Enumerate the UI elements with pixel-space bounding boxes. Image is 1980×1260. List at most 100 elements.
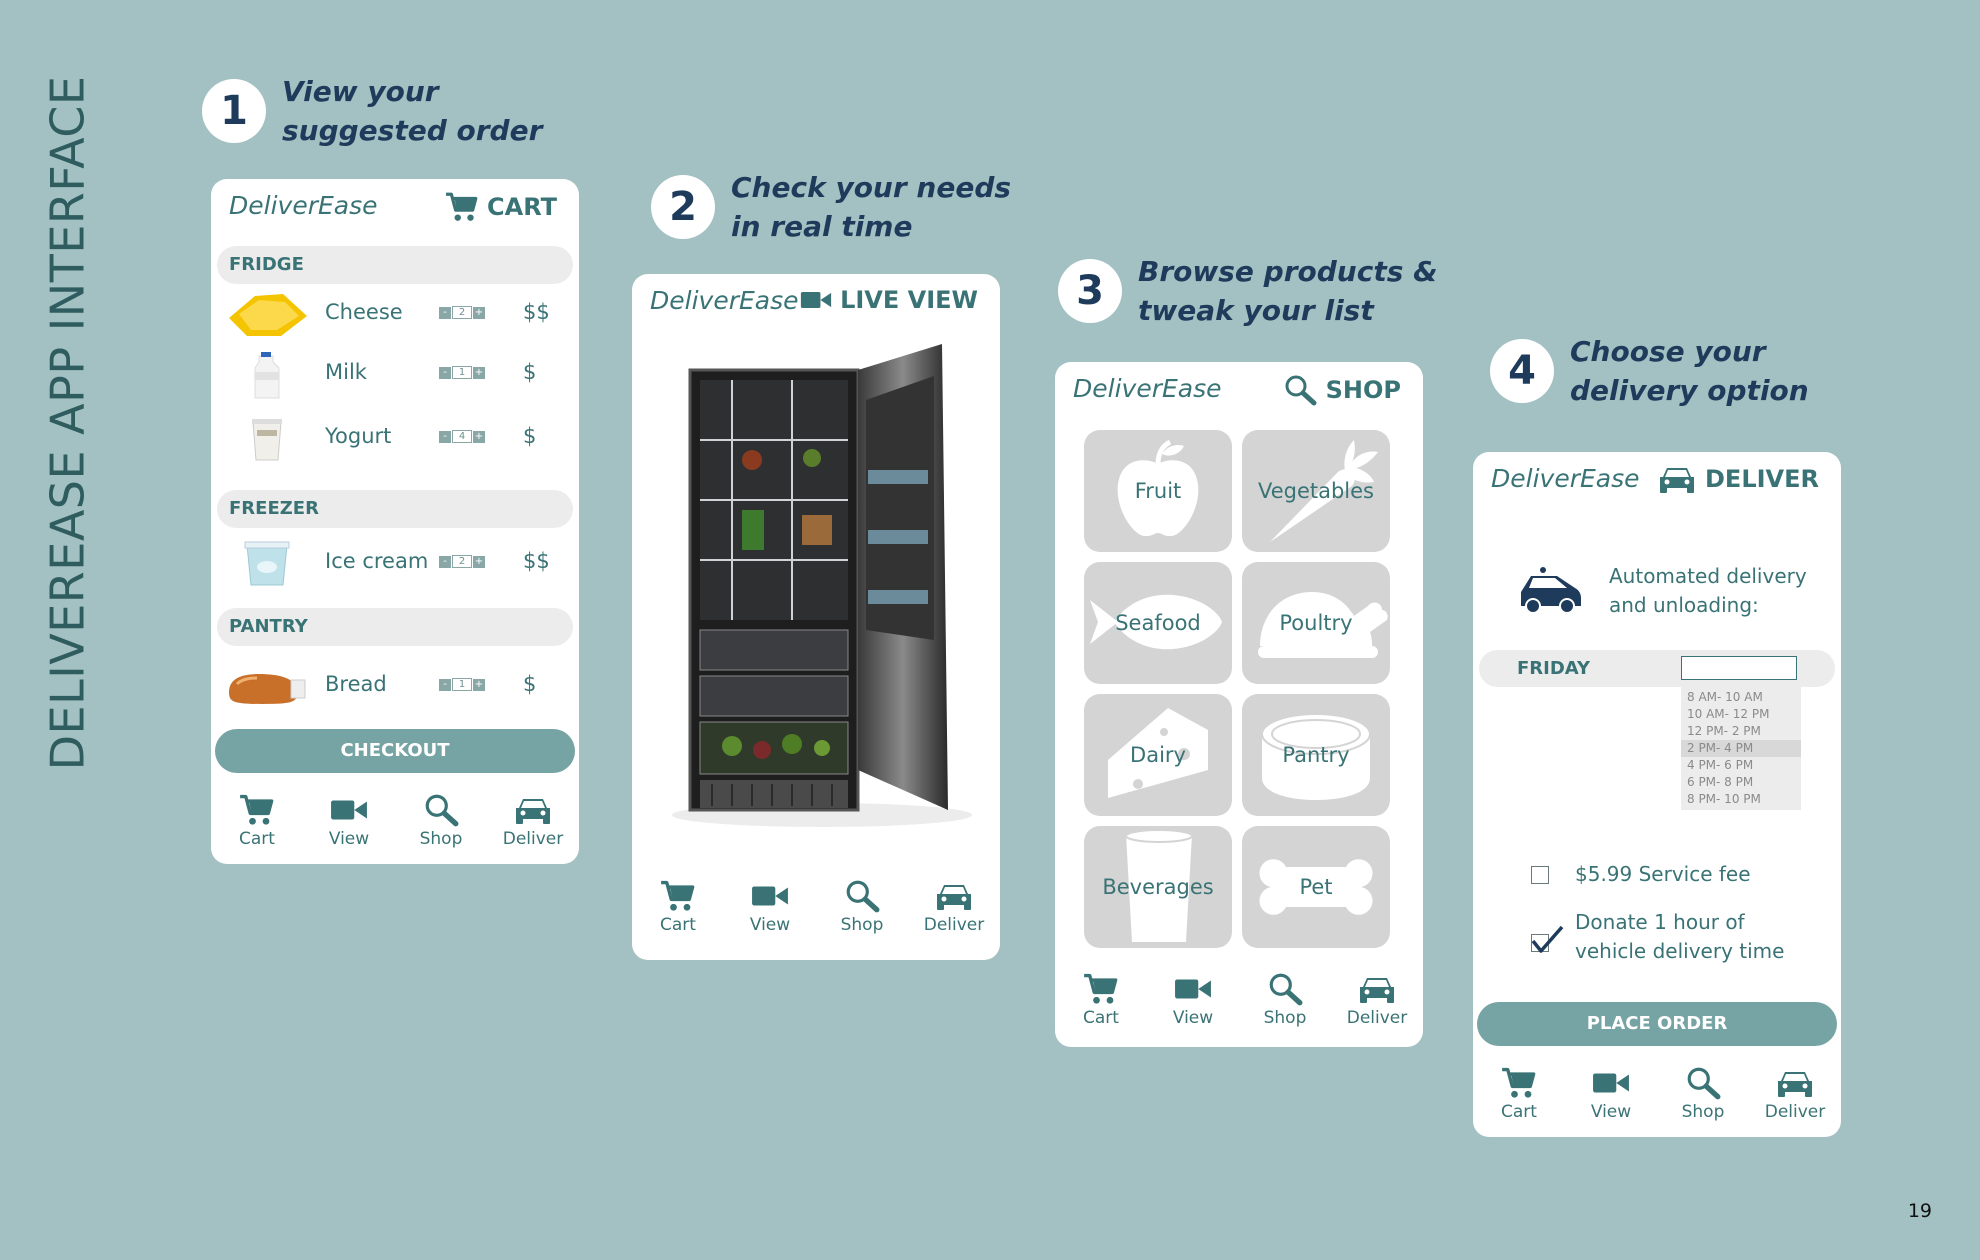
step-2: 2 Check your needs in real time: [651, 168, 1011, 246]
list-item[interactable]: Milk - 1 + $: [211, 346, 579, 402]
nav-deliver[interactable]: Deliver: [1755, 1066, 1835, 1136]
time-slot-option[interactable]: 8 PM- 10 PM: [1687, 792, 1761, 806]
nav-cart[interactable]: Cart: [638, 879, 718, 949]
cart-icon: [239, 793, 275, 827]
page-title-container: DELIVEREASE APP INTERFACE: [36, 58, 98, 788]
time-slot-option[interactable]: 4 PM- 6 PM: [1687, 758, 1754, 772]
increase-button[interactable]: +: [473, 678, 485, 691]
category-dairy[interactable]: Dairy: [1084, 694, 1232, 816]
list-item[interactable]: Yogurt - 4 + $: [211, 410, 579, 466]
quantity-stepper[interactable]: - 2 +: [439, 306, 485, 319]
step-3-line1: Browse products &: [1138, 255, 1438, 288]
step-2-line1: Check your needs: [731, 171, 1012, 204]
cart-icon: [660, 879, 696, 913]
item-price: $: [523, 424, 537, 448]
item-name: Cheese: [325, 300, 403, 324]
nav-shop[interactable]: Shop: [1663, 1066, 1743, 1136]
live-view-screen: DeliverEase LIVE VIEW Cart Vie: [632, 274, 1000, 960]
brand-logo: DeliverEase: [650, 286, 799, 315]
category-seafood[interactable]: Seafood: [1084, 562, 1232, 684]
list-item[interactable]: Bread - 1 + $: [211, 658, 579, 714]
decrease-button[interactable]: -: [439, 366, 451, 379]
nav-deliver-label: Deliver: [923, 915, 985, 935]
decrease-button[interactable]: -: [439, 555, 451, 568]
nav-view-label: View: [749, 915, 791, 935]
list-item[interactable]: Ice cream - 2 + $$: [211, 535, 579, 591]
decrease-button[interactable]: -: [439, 430, 451, 443]
category-vegetables[interactable]: Vegetables: [1242, 430, 1390, 552]
nav-deliver-label: Deliver: [1764, 1102, 1826, 1122]
automated-line2: and unloading:: [1609, 593, 1759, 617]
donate-label: Donate 1 hour of vehicle delivery time: [1575, 908, 1784, 966]
service-fee-label: $5.99 Service fee: [1575, 862, 1751, 886]
increase-button[interactable]: +: [473, 555, 485, 568]
quantity-stepper[interactable]: - 1 +: [439, 678, 485, 691]
magnifier-icon: [1282, 374, 1318, 406]
shop-screen: DeliverEase SHOP Fruit Vegetables Seafoo…: [1055, 362, 1423, 1047]
nav-cart-label: Cart: [660, 915, 696, 935]
place-order-button[interactable]: PLACE ORDER: [1477, 1002, 1837, 1046]
time-slot-option[interactable]: 10 AM- 12 PM: [1687, 707, 1770, 721]
page-title: DELIVEREASE APP INTERFACE: [40, 75, 94, 771]
nav-shop[interactable]: Shop: [1245, 972, 1325, 1042]
increase-button[interactable]: +: [473, 430, 485, 443]
category-beverages[interactable]: Beverages: [1084, 826, 1232, 948]
nav-cart[interactable]: Cart: [1479, 1066, 1559, 1136]
list-item[interactable]: Cheese - 2 + $$: [211, 286, 579, 342]
category-fruit[interactable]: Fruit: [1084, 430, 1232, 552]
cart-header: DeliverEase CART: [211, 179, 579, 239]
nav-cart[interactable]: Cart: [217, 793, 297, 863]
nav-view[interactable]: View: [309, 793, 389, 863]
cart-icon: [445, 191, 479, 223]
time-slot-option[interactable]: 8 AM- 10 AM: [1687, 690, 1763, 704]
nav-deliver[interactable]: Deliver: [493, 793, 573, 863]
decrease-button[interactable]: -: [439, 678, 451, 691]
item-name: Ice cream: [325, 549, 429, 573]
step-2-caption: Check your needs in real time: [731, 168, 1011, 246]
time-slot-option[interactable]: 6 PM- 8 PM: [1687, 775, 1754, 789]
quantity-stepper[interactable]: - 2 +: [439, 555, 485, 568]
quantity-stepper[interactable]: - 1 +: [439, 366, 485, 379]
ice-cream-image: [244, 541, 290, 586]
decrease-button[interactable]: -: [439, 306, 451, 319]
deliver-screen: DeliverEase DELIVER Automated delivery a…: [1473, 452, 1841, 1137]
step-4-number: 4: [1490, 339, 1554, 403]
time-slot-option-selected[interactable]: 2 PM- 4 PM: [1681, 740, 1801, 757]
quantity-value: 2: [452, 555, 472, 568]
donate-checkbox[interactable]: [1531, 925, 1564, 953]
nav-cart-label: Cart: [1083, 1008, 1119, 1028]
time-slot-option[interactable]: 12 PM- 2 PM: [1687, 724, 1761, 738]
brand-logo: DeliverEase: [1491, 464, 1640, 493]
checkout-button[interactable]: CHECKOUT: [215, 729, 575, 773]
increase-button[interactable]: +: [473, 306, 485, 319]
service-fee-checkbox[interactable]: [1531, 866, 1549, 884]
nav-view[interactable]: View: [730, 879, 810, 949]
increase-button[interactable]: +: [473, 366, 485, 379]
step-4-line2: delivery option: [1570, 374, 1809, 407]
day-label: FRIDAY: [1517, 658, 1591, 679]
category-poultry[interactable]: Poultry: [1242, 562, 1390, 684]
donate-line2: vehicle delivery time: [1575, 939, 1785, 963]
nav-shop[interactable]: Shop: [401, 793, 481, 863]
nav-view[interactable]: View: [1153, 972, 1233, 1042]
bottom-nav: Cart View Shop Deliver: [632, 879, 1000, 949]
step-3-caption: Browse products & tweak your list: [1138, 252, 1438, 330]
step-2-line2: in real time: [731, 210, 913, 243]
nav-view[interactable]: View: [1571, 1066, 1651, 1136]
time-slot-input[interactable]: [1681, 656, 1797, 680]
category-pantry[interactable]: Pantry: [1242, 694, 1390, 816]
category-pet[interactable]: Pet: [1242, 826, 1390, 948]
quantity-value: 1: [452, 366, 472, 379]
step-2-number: 2: [651, 175, 715, 239]
fridge-camera-feed: [672, 344, 972, 827]
nav-shop[interactable]: Shop: [822, 879, 902, 949]
category-fruit-label: Fruit: [1134, 479, 1182, 503]
quantity-value: 4: [452, 430, 472, 443]
automated-delivery-text: Automated delivery and unloading:: [1609, 562, 1807, 620]
nav-deliver[interactable]: Deliver: [1337, 972, 1417, 1042]
nav-deliver[interactable]: Deliver: [914, 879, 994, 949]
quantity-stepper[interactable]: - 4 +: [439, 430, 485, 443]
item-price: $$: [523, 300, 550, 324]
nav-cart[interactable]: Cart: [1061, 972, 1141, 1042]
autonomous-car-icon: [1521, 567, 1581, 614]
